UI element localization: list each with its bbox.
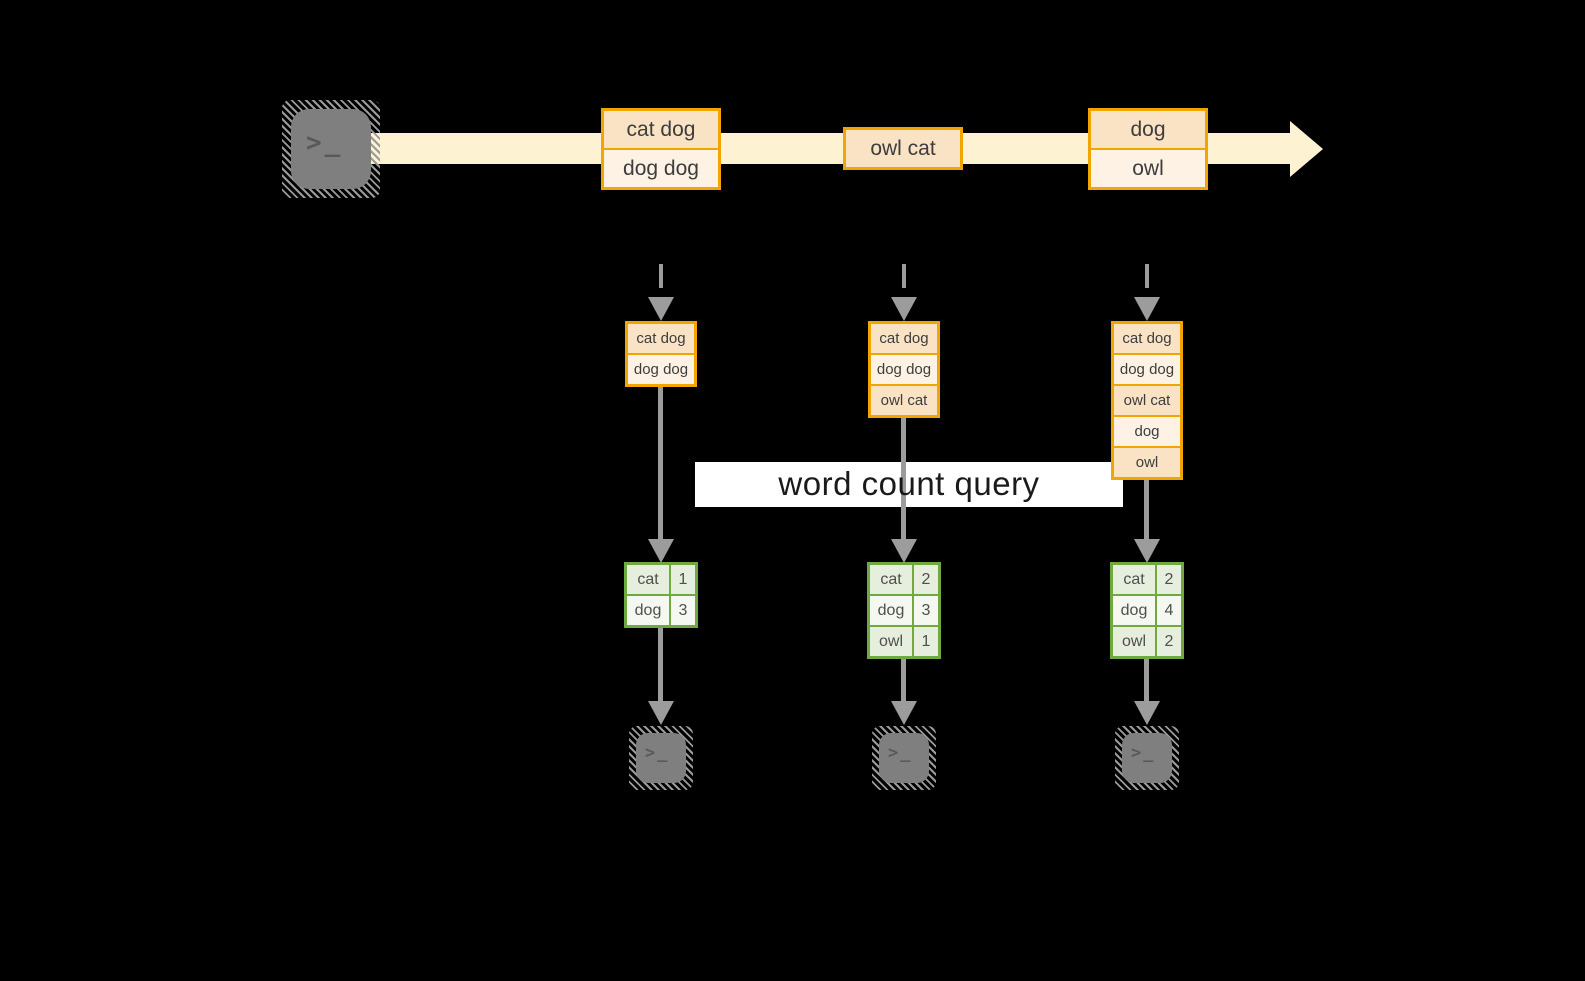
terminal-prompt-glyph: >_ [888, 743, 913, 763]
output-arrow-line-3 [1144, 659, 1149, 702]
count-cell: 3 [671, 596, 695, 625]
batch-line-cell: cat dog [871, 324, 937, 353]
word-count-query-label: word count query [778, 464, 1040, 502]
batch-line-cell: cat dog [1114, 324, 1180, 353]
batch-line-cell: cat dog [628, 324, 694, 353]
query-arrow-line-2 [901, 418, 906, 539]
query-arrowhead-1 [648, 539, 674, 563]
output-arrow-line-1 [658, 628, 663, 702]
output-arrowhead-2 [891, 701, 917, 725]
word-cell: owl [870, 627, 912, 656]
count-cell: 4 [1157, 596, 1181, 625]
terminal-prompt-glyph: >_ [645, 743, 670, 763]
word-counts-table-3: cat 2 dog 4 owl 2 [1110, 562, 1184, 659]
accumulated-lines-box-3: cat dog dog dog owl cat dog owl [1111, 321, 1183, 480]
microbatch-arrowhead-2 [891, 297, 917, 321]
word-cell: cat [870, 565, 912, 594]
word-cell: cat [627, 565, 669, 594]
word-cell: dog [627, 596, 669, 625]
terminal-prompt-glyph: >_ [1131, 743, 1156, 763]
word-counts-table-2: cat 2 dog 3 owl 1 [867, 562, 941, 659]
query-arrowhead-3 [1134, 539, 1160, 563]
accumulated-lines-box-1: cat dog dog dog [625, 321, 697, 387]
source-terminal-icon: >_ [282, 100, 380, 198]
microbatch-dashed-arrow-1 [659, 264, 663, 288]
batch-line-cell: owl cat [1114, 386, 1180, 415]
microbatch-dashed-arrow-3 [1145, 264, 1149, 288]
word-counts-table-1: cat 1 dog 3 [624, 562, 698, 628]
microbatch-arrowhead-1 [648, 297, 674, 321]
stream-event-batch-2: owl cat [843, 127, 963, 170]
microbatch-dashed-arrow-2 [902, 264, 906, 288]
output-arrowhead-1 [648, 701, 674, 725]
word-cell: owl [1113, 627, 1155, 656]
terminal-prompt-glyph: >_ [306, 128, 344, 158]
terminal-icon-body [879, 733, 929, 783]
stream-event-batch-1: cat dog dog dog [601, 108, 721, 190]
event-cell: dog [1091, 111, 1205, 148]
stream-timeline-arrowhead [1290, 121, 1323, 177]
accumulated-lines-box-2: cat dog dog dog owl cat [868, 321, 940, 418]
query-arrow-line-3 [1144, 480, 1149, 539]
event-cell: owl cat [846, 130, 960, 167]
word-cell: cat [1113, 565, 1155, 594]
batch-line-cell: owl [1114, 448, 1180, 477]
word-cell: dog [870, 596, 912, 625]
batch-line-cell: dog dog [871, 355, 937, 384]
stream-event-batch-3: dog owl [1088, 108, 1208, 190]
terminal-icon-body [291, 109, 371, 189]
query-arrowhead-2 [891, 539, 917, 563]
sink-terminal-icon-2: >_ [872, 726, 936, 790]
count-cell: 2 [914, 565, 938, 594]
microbatch-arrowhead-3 [1134, 297, 1160, 321]
count-cell: 2 [1157, 565, 1181, 594]
word-count-query-banner [695, 462, 1123, 507]
batch-line-cell: owl cat [871, 386, 937, 415]
batch-line-cell: dog [1114, 417, 1180, 446]
sink-terminal-icon-3: >_ [1115, 726, 1179, 790]
sink-terminal-icon-1: >_ [629, 726, 693, 790]
batch-line-cell: dog dog [628, 355, 694, 384]
event-cell: owl [1091, 150, 1205, 187]
terminal-icon-body [1122, 733, 1172, 783]
output-arrow-line-2 [901, 659, 906, 702]
batch-line-cell: dog dog [1114, 355, 1180, 384]
event-cell: cat dog [604, 111, 718, 148]
event-cell: dog dog [604, 150, 718, 187]
word-cell: dog [1113, 596, 1155, 625]
count-cell: 3 [914, 596, 938, 625]
query-arrow-line-1 [658, 387, 663, 539]
count-cell: 2 [1157, 627, 1181, 656]
terminal-icon-body [636, 733, 686, 783]
count-cell: 1 [914, 627, 938, 656]
count-cell: 1 [671, 565, 695, 594]
output-arrowhead-3 [1134, 701, 1160, 725]
